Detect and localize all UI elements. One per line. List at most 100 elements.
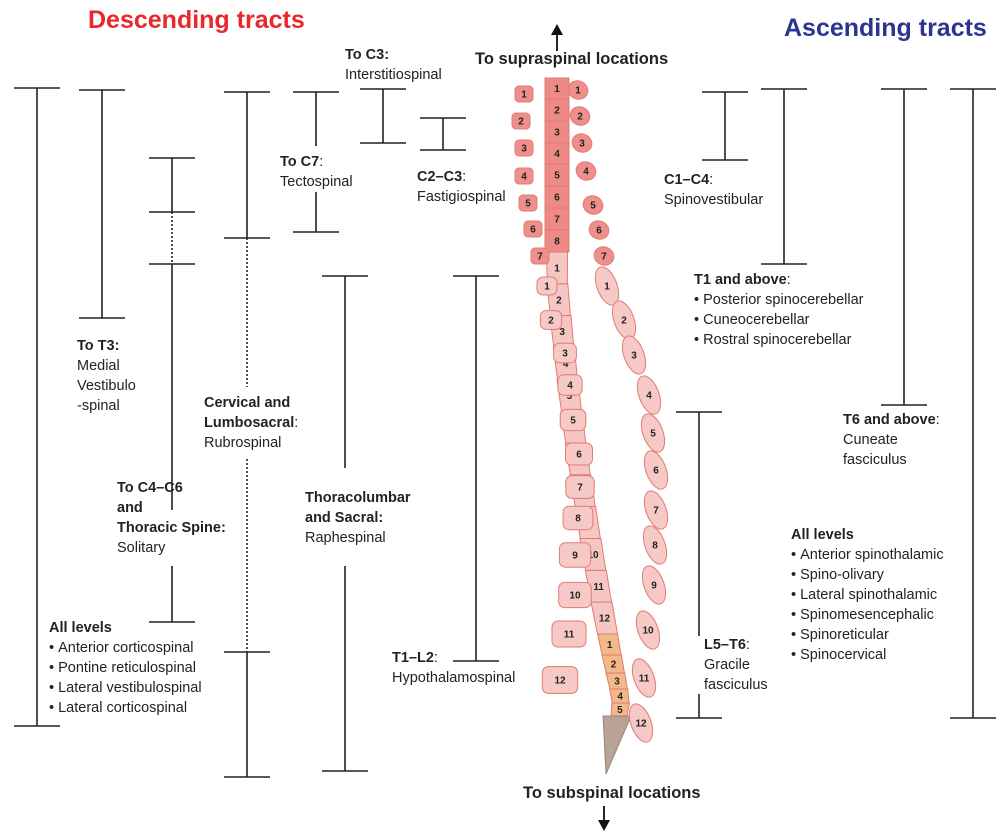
rubrospinal-level-line1: Cervical and xyxy=(204,393,298,413)
thoracic-segment-label: 3 xyxy=(559,327,565,338)
thoracic-nerve-left-label: 2 xyxy=(548,316,554,327)
medial-vestibulospinal-name-line2: Vestibulo xyxy=(77,376,136,396)
tectospinal-name: Tectospinal xyxy=(280,172,353,192)
thoracic-nerve-right-label: 3 xyxy=(631,351,637,362)
list-item: Cuneocerebellar xyxy=(694,310,864,330)
bracket-spinovestibular xyxy=(702,92,748,160)
thoracic-nerve-right-label: 11 xyxy=(639,674,650,685)
thoracic-segment-label: 11 xyxy=(593,582,604,593)
bracket-t1-and-above xyxy=(761,89,807,264)
thoracic-nerve-left-label: 12 xyxy=(554,676,566,687)
cervical-segment-label: 8 xyxy=(554,237,560,248)
cervical-nerve-right-label: 1 xyxy=(575,86,581,97)
subspinal-locations-label: To subspinal locations xyxy=(523,784,701,803)
cervical-nerve-left-label: 3 xyxy=(521,144,527,155)
cervical-nerve-left-label: 2 xyxy=(518,117,524,128)
thoracic-nerve-right-label: 5 xyxy=(650,429,656,440)
medial-vestibulospinal-name-line3: -spinal xyxy=(77,396,136,416)
rubrospinal-label: Cervical and Lumbosacral: Rubrospinal xyxy=(204,393,298,453)
spinovestibular-name: Spinovestibular xyxy=(664,190,763,210)
gracile-level: L5–T6 xyxy=(704,637,746,653)
thoracic-nerve-right-label: 8 xyxy=(652,541,658,552)
cuneate-name-line2: fasciculus xyxy=(843,450,940,470)
thoracic-nerve-right-label: 7 xyxy=(653,506,659,517)
solitary-name: Solitary xyxy=(117,538,226,558)
thoracic-nerve-left-label: 4 xyxy=(567,381,573,392)
cervical-nerve-left-label: 6 xyxy=(530,225,536,236)
list-item: Posterior spinocerebellar xyxy=(694,290,864,310)
cervical-segment-label: 3 xyxy=(554,128,560,139)
bracket-medial-vestibulospinal xyxy=(79,90,125,318)
raphespinal-level-line2: and Sacral: xyxy=(305,508,411,528)
cervical-nerve-right-label: 3 xyxy=(579,139,585,150)
tectospinal-label: To C7: Tectospinal xyxy=(280,152,353,192)
fastigiospinal-level: C2–C3 xyxy=(417,169,462,185)
spinovestibular-label: C1–C4: Spinovestibular xyxy=(664,170,763,210)
list-item: Lateral spinothalamic xyxy=(791,585,944,605)
list-item: Anterior spinothalamic xyxy=(791,545,944,565)
bracket-interstitiospinal xyxy=(360,89,406,143)
thoracic-nerve-left-label: 5 xyxy=(570,416,576,427)
thoracic-nerve-left-label: 7 xyxy=(577,483,583,494)
thoracic-segment-label: 12 xyxy=(599,614,611,625)
solitary-level-line2: and xyxy=(117,498,226,518)
hypothalamospinal-label: T1–L2: Hypothalamospinal xyxy=(392,648,515,688)
thoracic-nerve-left-label: 1 xyxy=(544,282,550,293)
list-item: Lateral vestibulospinal xyxy=(49,678,202,698)
list-item: Spinocervical xyxy=(791,645,944,665)
thoracic-nerve-right-label: 10 xyxy=(642,626,654,637)
lumbar-segment-label: 5 xyxy=(617,705,623,716)
lumbar-segment-label: 1 xyxy=(607,640,613,651)
solitary-label: To C4–C6 and Thoracic Spine: Solitary xyxy=(117,478,226,558)
all-levels-descending-title: All levels xyxy=(49,618,202,638)
list-item: Rostral spinocerebellar xyxy=(694,330,864,350)
thoracic-nerve-left-label: 3 xyxy=(562,349,568,360)
spinal-cord-illustration: 1234567812345678910111212345123456712345… xyxy=(512,78,672,774)
lumbar-segment-label: 3 xyxy=(614,677,620,688)
gracile-name-line2: fasciculus xyxy=(704,675,768,695)
thoracic-nerve-left-label: 8 xyxy=(575,514,581,525)
cervical-nerve-right-label: 2 xyxy=(577,112,583,123)
fastigiospinal-label: C2–C3: Fastigiospinal xyxy=(417,167,506,207)
cervical-nerve-left-label: 4 xyxy=(521,172,527,183)
thoracic-nerve-left-label: 10 xyxy=(569,591,581,602)
all-levels-ascending-label: All levels Anterior spinothalamic Spino-… xyxy=(791,525,944,665)
bracket-fastigiospinal xyxy=(420,118,466,150)
cuneate-level: T6 and above xyxy=(843,412,936,428)
cervical-nerve-right-label: 5 xyxy=(590,201,596,212)
lumbar-segment-label: 2 xyxy=(611,660,617,671)
solitary-level-line1: To C4–C6 xyxy=(117,478,226,498)
thoracic-nerve-right-label: 4 xyxy=(646,391,652,402)
raphespinal-label: Thoracolumbar and Sacral: Raphespinal xyxy=(305,488,411,548)
thoracic-nerve-right-label: 1 xyxy=(604,282,610,293)
solitary-level-line3: Thoracic Spine: xyxy=(117,518,226,538)
cervical-nerve-left-label: 7 xyxy=(537,252,543,263)
cervical-nerve-left-label: 5 xyxy=(525,199,531,210)
list-item: Spino-olivary xyxy=(791,565,944,585)
cervical-segment-label: 4 xyxy=(554,149,560,160)
hypothalamospinal-name: Hypothalamospinal xyxy=(392,668,515,688)
cervical-nerve-right-label: 7 xyxy=(601,252,607,263)
t1-and-above-label: T1 and above: Posterior spinocerebellar … xyxy=(694,270,864,350)
thoracic-segment-label: 2 xyxy=(556,295,562,306)
interstitiospinal-label: To C3: Interstitiospinal xyxy=(345,45,442,85)
thoracic-nerve-left-label: 6 xyxy=(576,450,582,461)
thoracic-nerve-right-label: 12 xyxy=(635,719,647,730)
list-item: Anterior corticospinal xyxy=(49,638,202,658)
gracile-name-line1: Gracile xyxy=(704,655,768,675)
rubrospinal-name: Rubrospinal xyxy=(204,433,298,453)
fastigiospinal-name: Fastigiospinal xyxy=(417,187,506,207)
list-item: Spinomesencephalic xyxy=(791,605,944,625)
lumbar-segment-label: 4 xyxy=(617,692,623,703)
thoracic-nerve-right-label: 2 xyxy=(621,316,627,327)
cervical-nerve-right-label: 4 xyxy=(583,167,589,178)
raphespinal-level-line1: Thoracolumbar xyxy=(305,488,411,508)
cervical-nerve-left-label: 1 xyxy=(521,90,527,101)
t1-and-above-title: T1 and above xyxy=(694,272,787,288)
list-item: Spinoreticular xyxy=(791,625,944,645)
gracile-fasciculus-label: L5–T6: Gracile fasciculus xyxy=(704,635,768,695)
bracket-all-levels-ascending xyxy=(950,89,996,718)
arrow-down-icon xyxy=(598,806,610,831)
cuneate-name-line1: Cuneate xyxy=(843,430,940,450)
all-levels-ascending-title: All levels xyxy=(791,525,944,545)
